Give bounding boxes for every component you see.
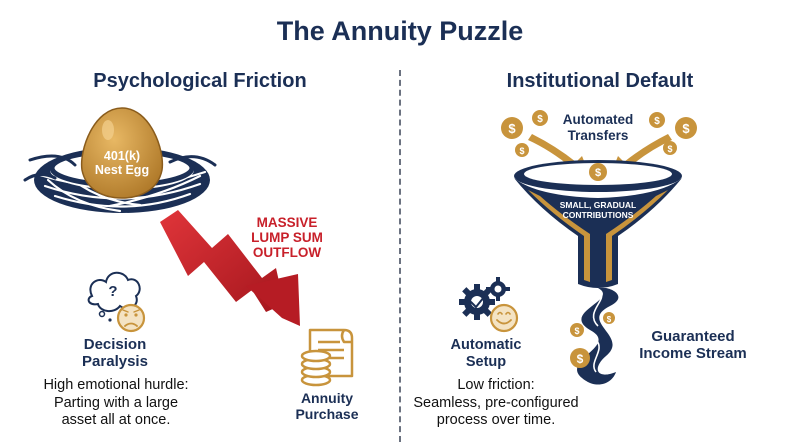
funnel-line: CONTRIBUTIONS	[562, 210, 634, 221]
decision-title-line: Paralysis	[82, 353, 148, 371]
coin-icon: $	[515, 143, 529, 157]
section-divider	[399, 70, 401, 442]
funnel-line: SMALL, GRADUAL	[559, 200, 637, 210]
coin-icon: $	[532, 110, 548, 126]
svg-text:$: $	[537, 114, 543, 125]
decision-desc-line: High emotional hurdle:	[43, 377, 189, 393]
income-stream-icon: $ $ $	[570, 288, 619, 385]
svg-text:$: $	[519, 146, 524, 156]
outflow-label-line: LUMP SUM	[251, 229, 323, 245]
coin-icon: $	[603, 312, 615, 324]
coin-stack-icon	[300, 349, 332, 387]
coin-icon: $	[675, 117, 697, 139]
coin-icon: $	[570, 348, 590, 368]
coin-icon: $	[649, 112, 665, 128]
transfers-line: Automated	[562, 112, 634, 127]
left-heading: Psychological Friction	[93, 70, 307, 92]
egg-label-line: Nest Egg	[94, 163, 150, 178]
infographic-title: The Annuity Puzzle	[276, 16, 524, 46]
outflow-label-line: MASSIVE	[256, 215, 318, 230]
annuity-purchase-line: Purchase	[295, 406, 359, 423]
egg-label-line: 401(k)	[103, 149, 141, 163]
income-line: Income Stream	[639, 345, 747, 363]
decision-paralysis-description: High emotional hurdle: Parting with a la…	[28, 377, 204, 430]
income-line: Guaranteed	[651, 328, 735, 345]
egg-label: 401(k) Nest Egg	[82, 149, 162, 178]
coin-icon: $	[501, 117, 523, 139]
automatic-setup-description: Low friction: Seamless, pre-configured p…	[404, 377, 588, 430]
smile-face-icon	[489, 303, 519, 333]
svg-text:$: $	[508, 121, 516, 136]
egg-icon	[80, 107, 164, 199]
guaranteed-income-label: Guaranteed Income Stream	[628, 328, 758, 363]
decision-title-line: Decision	[83, 336, 147, 353]
decision-desc-line: asset all at once.	[61, 412, 171, 429]
svg-text:$: $	[667, 144, 672, 154]
annuity-purchase-line: Annuity	[300, 390, 354, 406]
automatic-setup-title: Automatic Setup	[436, 337, 536, 370]
coin-icon: $	[570, 323, 584, 337]
funnel-label: SMALL, GRADUAL CONTRIBUTIONS	[548, 200, 648, 220]
question-mark: ?	[108, 283, 118, 300]
svg-text:$: $	[607, 315, 612, 324]
outflow-label-line: OUTFLOW	[252, 244, 322, 260]
decision-paralysis-title: Decision Paralysis	[60, 336, 170, 371]
setup-desc-line: Low friction:	[457, 377, 535, 393]
decision-desc-line: Parting with a large	[53, 394, 179, 411]
coin-icon: $	[663, 141, 677, 155]
transfers-line: Transfers	[567, 127, 629, 143]
outflow-label: MASSIVE LUMP SUM OUTFLOW	[232, 215, 342, 261]
dollar-coins: $ $ $ $ $ $	[501, 110, 697, 157]
annuity-purchase-label: Annuity Purchase	[282, 390, 372, 422]
egg-highlight	[102, 120, 114, 140]
svg-text:$: $	[654, 116, 660, 127]
setup-desc-line: Seamless, pre-configured	[413, 394, 579, 411]
thought-bubble-icon	[87, 271, 141, 322]
funnel-icon: $	[514, 160, 682, 288]
svg-text:$: $	[577, 352, 584, 366]
worried-face-icon	[116, 303, 146, 333]
setup-title-line: Setup	[465, 353, 507, 370]
outflow-arrow-icon	[160, 210, 300, 326]
svg-text:$: $	[595, 167, 601, 179]
setup-desc-line: process over time.	[436, 412, 556, 429]
setup-title-line: Automatic	[450, 337, 522, 353]
right-heading: Institutional Default	[506, 70, 694, 92]
gears-icon	[459, 277, 510, 320]
svg-text:$: $	[682, 121, 690, 136]
svg-text:$: $	[574, 326, 579, 336]
automated-transfers-label: Automated Transfers	[548, 112, 648, 143]
